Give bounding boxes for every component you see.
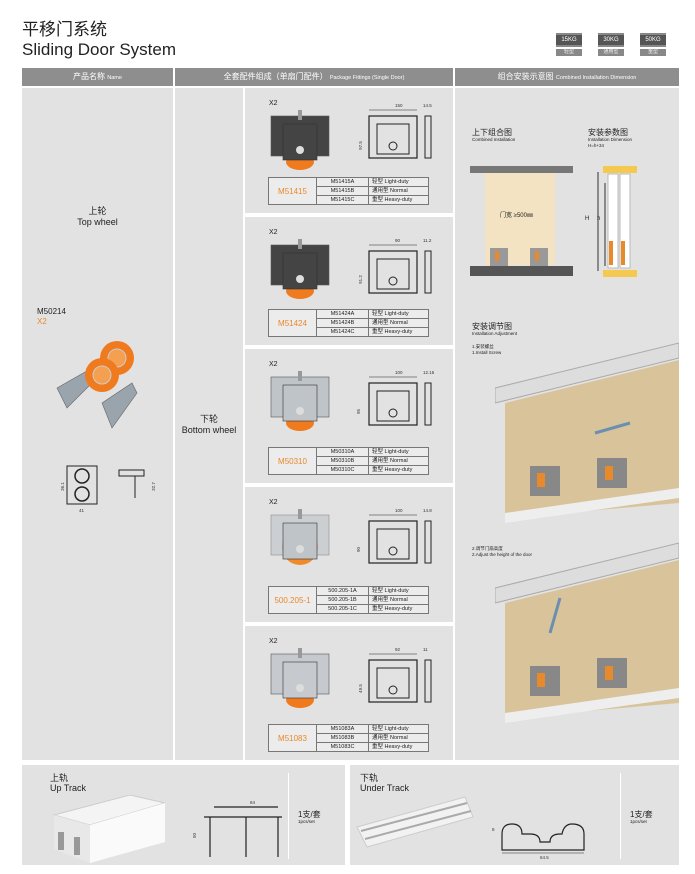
bottom-wheel-image bbox=[270, 110, 330, 170]
model-number: M51415 bbox=[268, 177, 317, 205]
divider bbox=[288, 773, 289, 859]
page-title-cn: 平移门系统 bbox=[22, 20, 107, 39]
up-track-image bbox=[52, 795, 165, 863]
combined-installation-diagram bbox=[470, 166, 573, 276]
quantity-label: X2 bbox=[269, 229, 278, 236]
up-track-drawing bbox=[204, 806, 282, 857]
height-H-label: H bbox=[585, 216, 590, 222]
door-width-label: 门宽 ≥500㎜ bbox=[500, 213, 533, 219]
quantity-label: X2 bbox=[269, 638, 278, 645]
top-wheel-drawing bbox=[66, 465, 145, 505]
bottom-wheel-image bbox=[270, 239, 330, 299]
dimension-drawing bbox=[368, 653, 432, 703]
column-header-package: 全套配件组成（单扇门配件） Package Fittings (Single D… bbox=[175, 68, 453, 86]
model-number: M51083 bbox=[268, 724, 317, 752]
divider bbox=[620, 773, 621, 859]
adjust-height-diagram bbox=[495, 542, 679, 723]
quantity-label: X2 bbox=[269, 100, 278, 107]
install-screw-diagram bbox=[495, 342, 679, 523]
dimension-drawing bbox=[368, 109, 432, 159]
column-header-installation: 组合安装示意图 Combined Installation Dimension bbox=[455, 68, 679, 86]
model-number: M50310 bbox=[268, 447, 317, 475]
quantity-label: X2 bbox=[269, 499, 278, 506]
height-h-label: h bbox=[597, 216, 601, 222]
dimension-drawing bbox=[368, 514, 432, 564]
model-number: 500.205-1 bbox=[268, 586, 317, 614]
dimension-drawing bbox=[368, 376, 432, 426]
top-wheel-qty: X2 bbox=[37, 317, 47, 326]
installation-dimension-diagram bbox=[597, 166, 637, 277]
model-number: M51424 bbox=[268, 309, 317, 337]
bottom-wheel-image bbox=[270, 371, 330, 431]
quantity-label: X2 bbox=[269, 361, 278, 368]
under-track-drawing bbox=[501, 823, 585, 854]
under-track-image bbox=[356, 796, 474, 848]
top-wheel-model: M50214 bbox=[37, 307, 66, 316]
bottom-wheel-image bbox=[270, 509, 330, 565]
top-wheel-image bbox=[56, 341, 138, 429]
column-header-name: 产品名称 Name bbox=[22, 68, 173, 86]
bottom-wheel-image bbox=[270, 648, 330, 708]
page-title-en: Sliding Door System bbox=[22, 40, 177, 59]
dimension-drawing bbox=[368, 244, 432, 294]
